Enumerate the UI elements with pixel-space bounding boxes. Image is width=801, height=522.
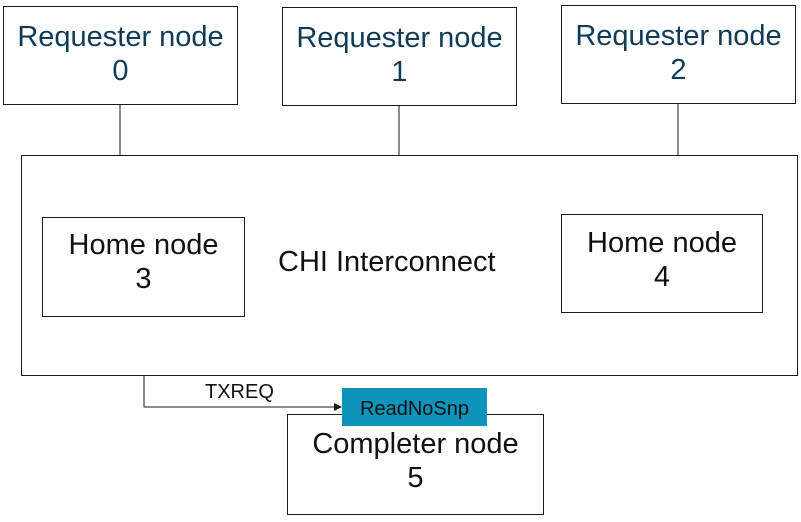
requester-node-2-id: 2	[670, 53, 687, 86]
requester-node-0-id: 0	[112, 54, 129, 87]
completer-node-5-label: Completer node 5	[288, 428, 543, 496]
requester-node-1-name: Requester node	[296, 22, 503, 54]
readnosnp-label: ReadNoSnp	[360, 398, 469, 420]
home-node-4-id: 4	[653, 260, 671, 293]
home-node-3-id: 3	[135, 262, 152, 295]
requester-node-2: Requester node 2	[561, 5, 796, 104]
home-node-3: Home node 3	[42, 217, 245, 317]
requester-node-0-label: Requester node 0	[4, 21, 237, 89]
completer-node-5-id: 5	[407, 461, 424, 494]
home-node-4-label: Home node 4	[562, 227, 762, 295]
requester-node-1: Requester node 1	[282, 7, 517, 106]
home-node-4: Home node 4	[561, 214, 763, 313]
requester-node-2-name: Requester node	[575, 20, 782, 52]
txreq-label: TXREQ	[205, 381, 274, 403]
requester-node-1-label: Requester node 1	[283, 22, 516, 90]
home-node-4-name: Home node	[587, 227, 737, 259]
requester-node-0-name: Requester node	[17, 21, 224, 53]
readnosnp-badge: ReadNoSnp	[342, 388, 487, 426]
home-node-3-label: Home node 3	[43, 229, 244, 297]
completer-node-5-name: Completer node	[312, 428, 519, 460]
interconnect-label: CHI Interconnect	[278, 246, 496, 278]
requester-node-2-label: Requester node 2	[562, 20, 795, 88]
home-node-3-name: Home node	[68, 229, 219, 261]
requester-node-0: Requester node 0	[3, 6, 238, 105]
completer-node-5: Completer node 5	[287, 414, 544, 515]
requester-node-1-id: 1	[391, 55, 408, 88]
